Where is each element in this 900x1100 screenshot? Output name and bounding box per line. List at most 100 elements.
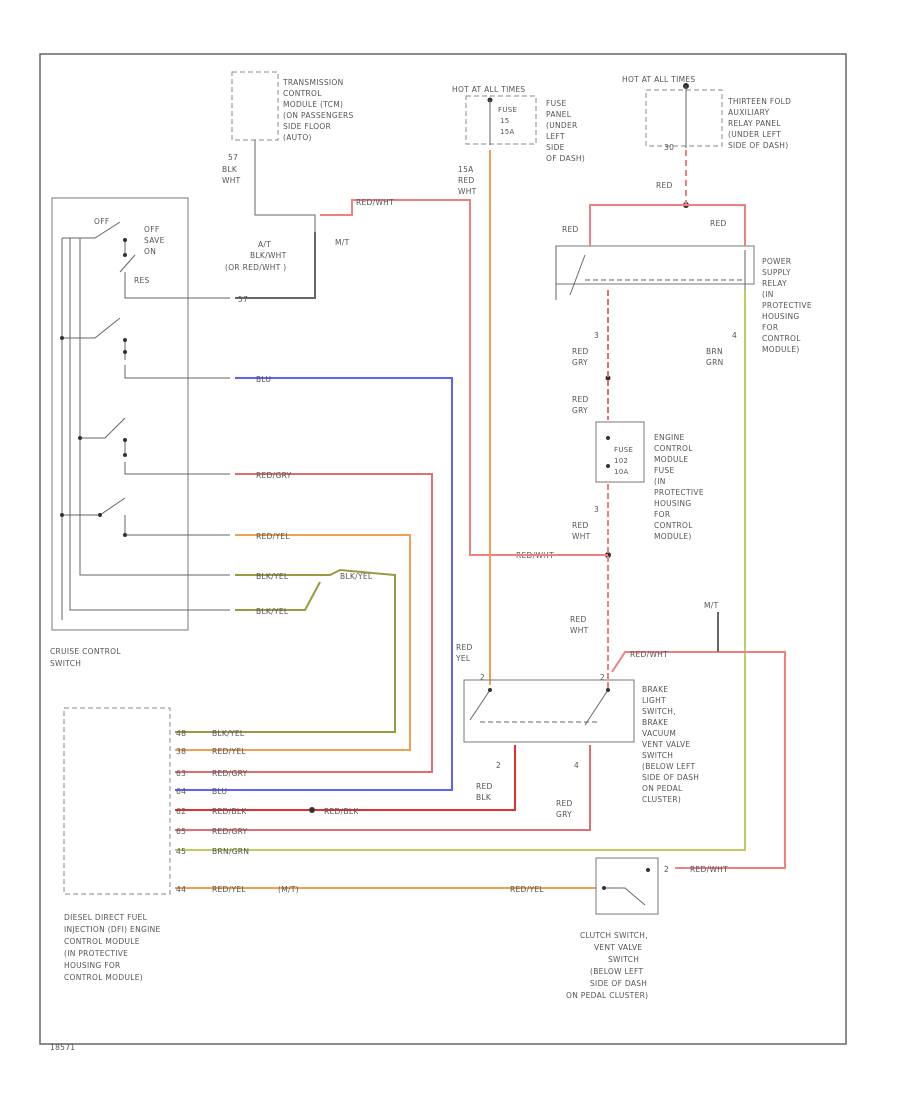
thirteen-fold-label-1: THIRTEEN FOLD — [727, 97, 791, 106]
w-redyel-wire — [175, 534, 411, 751]
cc-red-gry-label: RED/GRY — [256, 471, 292, 480]
brake-pin-4-label: 4 — [574, 761, 579, 770]
relay-label-2: SUPPLY — [762, 268, 791, 277]
clutch-switch: 2 RED/WHT RED/YEL CLUTCH SWITCH, VENT VA… — [510, 857, 728, 1000]
brake-label-3: SWITCH, — [642, 707, 676, 716]
ecm-blu-label: BLU — [212, 787, 227, 796]
brake-label-10: ON PEDAL — [642, 784, 683, 793]
clutch-label-1: CLUTCH SWITCH, — [580, 931, 648, 940]
clutch-label-3: SWITCH — [608, 955, 639, 964]
red-gry-2a: RED — [572, 395, 589, 404]
red-blk-brake-a: RED — [476, 782, 493, 791]
ecm-fuse-label-6: PROTECTIVE — [654, 488, 704, 497]
red-blk-brake-b: BLK — [476, 793, 492, 802]
hot-label-right: HOT AT ALL TIMES — [622, 75, 695, 84]
clutch-label-2: VENT VALVE — [594, 943, 642, 952]
fuse-panel-label-3: (UNDER — [546, 121, 578, 130]
red-wht-fuse-a: RED — [572, 521, 589, 530]
cc-connectors — [195, 297, 230, 611]
ecm-label-5: HOUSING FOR — [64, 961, 121, 970]
brake-label-6: VENT VALVE — [642, 740, 690, 749]
clutch-label-6: ON PEDAL CLUSTER) — [566, 991, 648, 1000]
red-wht-fuse-b: WHT — [572, 532, 591, 541]
cc-wire-labels: 57 BLU RED/GRY RED/YEL BLK/YEL BLK/YEL B… — [238, 198, 394, 616]
fuse-15-component: HOT AT ALL TIMES FUSE 15 15A FUSE PANEL … — [452, 85, 585, 196]
w-brn-grn-wire — [175, 290, 746, 851]
fuse-panel-label-5: SIDE — [546, 143, 565, 152]
tcm-label-3: MODULE (TCM) — [283, 100, 343, 109]
ecm-fuse-label-7: HOUSING — [654, 499, 692, 508]
ecm-pin-64: 64 — [176, 787, 186, 796]
tcm-label-4: (ON PASSENGERS — [283, 111, 354, 120]
w-blkyel1-wire — [175, 568, 396, 733]
thirteen-fold-component: HOT AT ALL TIMES THIRTEEN FOLD AUXILIARY… — [622, 75, 791, 208]
ecm-red-gry-label: RED/GRY — [212, 769, 248, 778]
red-yel-clutch-label: RED/YEL — [510, 885, 544, 894]
relay-label-5: PROTECTIVE — [762, 301, 812, 310]
ecm-label-2: INJECTION (DFI) ENGINE — [64, 925, 161, 934]
cruise-control-switch: OFF OFF SAVE ON RES CRUISE CONTROL SWITC… — [50, 197, 200, 668]
mt-label: M/T — [335, 238, 350, 247]
brake-pin-top-2: 2 — [600, 673, 605, 682]
at-label-2: BLK/WHT — [250, 251, 287, 260]
w-redgry-wire — [175, 473, 433, 773]
ecm-red-blk-2-label: RED/BLK — [324, 807, 359, 816]
ecm-mt-label: (M/T) — [278, 885, 299, 894]
cc-res-label: RES — [134, 276, 150, 285]
cc-off-label: OFF — [94, 217, 109, 226]
brake-label-1: BRAKE — [642, 685, 668, 694]
wires — [175, 150, 786, 889]
fuse-out-label-2: RED — [458, 176, 475, 185]
relay-label-7: FOR — [762, 323, 778, 332]
red-to-relay-label: RED — [656, 181, 673, 190]
ecm-fuse-label-2: CONTROL — [654, 444, 693, 453]
thirteen-fold-label-5: SIDE OF DASH) — [728, 141, 788, 150]
ecm-label-1: DIESEL DIRECT FUEL — [64, 913, 148, 922]
diagram-footer-id: 18571 — [50, 1043, 75, 1052]
ecm-fuse-label-5: (IN — [654, 477, 666, 486]
ecm-label-4: (IN PROTECTIVE — [64, 949, 128, 958]
tcm-label-6: (AUTO) — [283, 133, 312, 142]
tcm-wire-label-1: BLK — [222, 165, 238, 174]
w-blkyel2-wire — [235, 581, 321, 611]
ecm-pin-45: 45 — [176, 847, 186, 856]
ecm-fuse-inner-2: 102 — [614, 457, 628, 465]
fuse-panel-label-6: OF DASH) — [546, 154, 585, 163]
cc-switch-label-2: SWITCH — [50, 659, 81, 668]
relay-pin-30-label: 30 — [664, 143, 674, 152]
brake-pin-top-1: 2 — [480, 673, 485, 682]
clutch-pin-label: 2 — [664, 865, 669, 874]
relay-label-4: (IN — [762, 290, 774, 299]
red-wht-right-a: RED — [570, 615, 587, 624]
ecm-fuse-label-8: FOR — [654, 510, 670, 519]
ecm-pin-63: 63 — [176, 769, 186, 778]
at-label-3: (OR RED/WHT ) — [225, 263, 287, 272]
relay-pin-3-label: 3 — [594, 331, 599, 340]
brake-label-7: SWITCH — [642, 751, 673, 760]
red-relay-top-label: RED — [562, 225, 579, 234]
cc-red-yel-label: RED/YEL — [256, 532, 290, 541]
cc-switch-label-1: CRUISE CONTROL — [50, 647, 121, 656]
ecm-blk-yel-label: BLK/YEL — [212, 729, 245, 738]
ecm-fuse-label-9: CONTROL — [654, 521, 693, 530]
fuse-out-label-1: 15A — [458, 165, 474, 174]
ecm-red-yel-label: RED/YEL — [212, 747, 246, 756]
ecm-pin-62: 62 — [176, 807, 186, 816]
tcm-label-5: SIDE FLOOR — [283, 122, 331, 131]
tcm-pin-label: 57 — [228, 153, 238, 162]
red-yel-brake-b: YEL — [455, 654, 471, 663]
thirteen-fold-label-4: (UNDER LEFT — [728, 130, 781, 139]
red-wht-brake-label: RED/WHT — [630, 650, 668, 659]
diagram-frame — [39, 53, 847, 1045]
ecm-brn-grn-label: BRN/GRN — [212, 847, 249, 856]
w-redwht-brake-wire — [611, 651, 786, 869]
fuse-15-label-2: 15 — [500, 117, 510, 125]
red-relay-right-label: RED — [710, 219, 727, 228]
relay-label-9: MODULE) — [762, 345, 800, 354]
ecm-fuse-inner-3: 10A — [614, 468, 629, 476]
fuse-15-label-3: 15A — [500, 128, 515, 136]
cc-save-label: SAVE — [144, 236, 165, 245]
ecm-red-gry-2-label: RED/GRY — [212, 827, 248, 836]
hot-label-left: HOT AT ALL TIMES — [452, 85, 525, 94]
ecm-pin-38: 38 — [176, 747, 186, 756]
